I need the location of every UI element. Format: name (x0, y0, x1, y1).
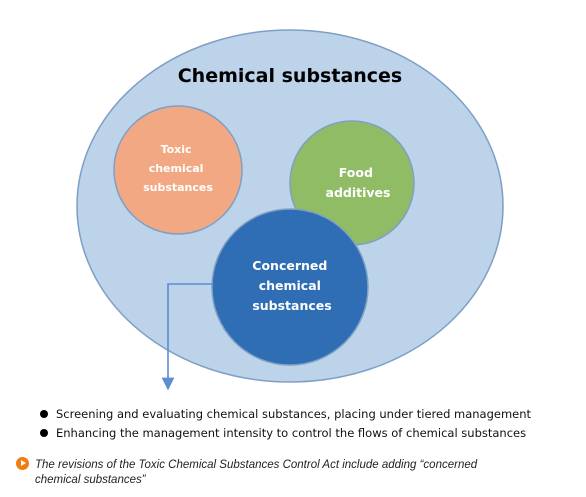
venn-diagram: Chemical substances Toxic chemical subst… (76, 29, 504, 391)
bullet-dot-icon (40, 429, 48, 437)
flow-arrow (161, 283, 213, 391)
toxic-label: Toxic chemical substances (143, 143, 213, 194)
play-arrow-icon (16, 457, 29, 470)
chemical-substances-label: Chemical substances (178, 65, 403, 87)
concerned-label: Concerned chemical substances (252, 258, 331, 313)
concerned-chemical-substances-circle (211, 208, 369, 366)
bullet-dot-icon (40, 410, 48, 418)
toxic-chemical-substances-circle (113, 105, 243, 235)
caption: The revisions of the Toxic Chemical Subs… (16, 457, 576, 488)
bullet-item: Screening and evaluating chemical substa… (40, 406, 580, 425)
bullet-item: Enhancing the management intensity to co… (40, 425, 580, 444)
bullet-list: Screening and evaluating chemical substa… (40, 406, 580, 444)
food-label: Food additives (326, 165, 391, 200)
